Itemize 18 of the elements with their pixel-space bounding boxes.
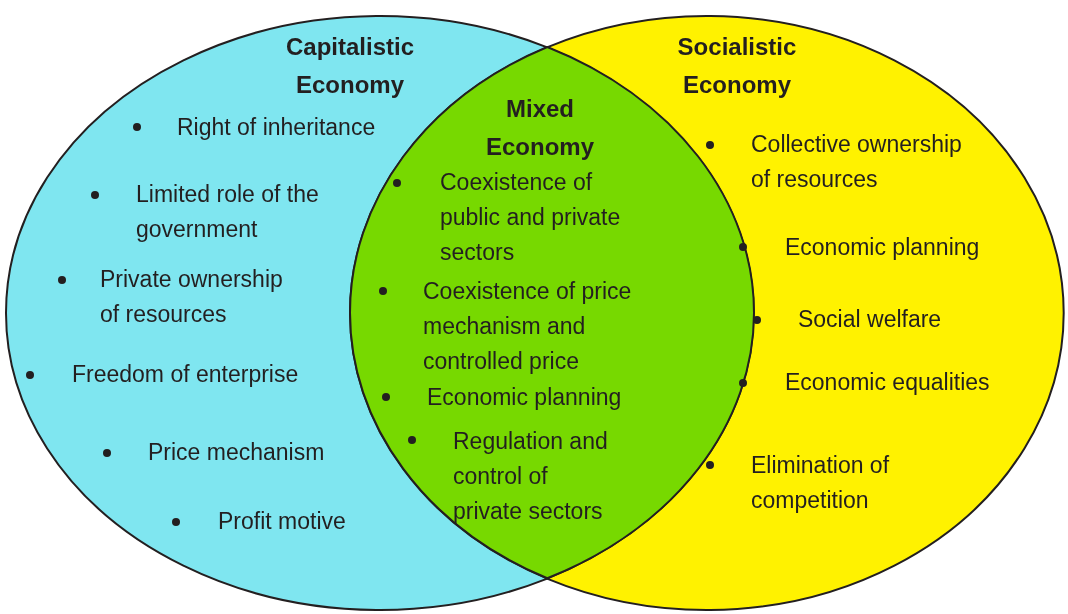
list-item: Collective ownership of resources (751, 130, 963, 194)
list-item: Economic planning (785, 233, 981, 262)
list-item: Economic equalities (785, 368, 991, 397)
circle-heading: Socialistic Economy (676, 32, 798, 100)
list-item: Social welfare (798, 305, 943, 334)
list-item: Economic planning (427, 383, 623, 412)
list-item: Private ownership of resources (100, 265, 284, 329)
list-item: Coexistence of price mechanism and controlled price (423, 277, 633, 376)
list-item: Right of inheritance (177, 113, 377, 142)
list-item: Regulation and control of private sectors (453, 427, 609, 526)
list-item: Limited role of the government (136, 180, 320, 244)
list-item: Coexistence of public and private sectors (440, 168, 622, 267)
list-item: Freedom of enterprise (72, 360, 300, 389)
circle-heading: Mixed Economy (485, 94, 595, 162)
list-item: Price mechanism (148, 438, 326, 467)
list-item: Profit motive (218, 507, 347, 536)
circle-heading: Capitalistic Economy (284, 32, 415, 100)
list-item: Elimination of competition (751, 451, 891, 515)
